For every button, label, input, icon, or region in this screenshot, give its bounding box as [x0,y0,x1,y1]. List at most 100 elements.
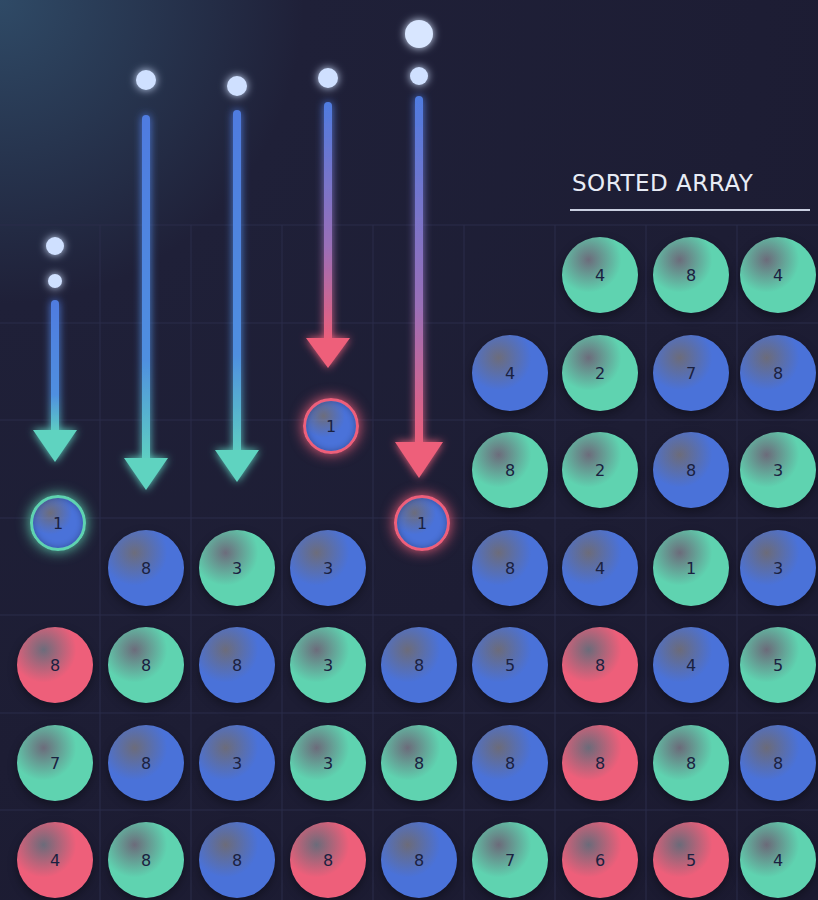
number-ball: 8 [199,822,275,898]
title-underline [570,209,810,211]
ball-number: 7 [686,364,696,383]
number-ball: 3 [290,530,366,606]
ball-number: 8 [232,851,242,870]
number-ball: 8 [108,627,184,703]
number-ball: 7 [17,725,93,801]
ball-number: 4 [773,851,783,870]
ball-number: 6 [595,851,605,870]
number-ball: 8 [562,627,638,703]
drop-arrows [33,20,443,490]
number-ball: 2 [562,335,638,411]
ball-number: 8 [323,851,333,870]
highlighted-ball: 1 [394,495,450,551]
ball-number: 3 [323,656,333,675]
ball-number: 8 [141,559,151,578]
number-ball: 8 [653,237,729,313]
number-ball: 8 [108,530,184,606]
ball-number: 4 [686,656,696,675]
highlighted-ball: 1 [303,398,359,454]
ball-number: 4 [595,266,605,285]
ball-number: 8 [414,851,424,870]
number-ball: 4 [17,822,93,898]
ball-number: 8 [773,364,783,383]
ball-number: 4 [595,559,605,578]
ball-number: 5 [686,851,696,870]
ball-number: 2 [595,364,605,383]
number-ball: 8 [108,822,184,898]
ball-number: 8 [414,754,424,773]
number-ball: 8 [472,725,548,801]
number-ball: 4 [740,237,816,313]
ball-number: 8 [686,754,696,773]
ball-number: 3 [323,754,333,773]
grid-lines [0,225,818,900]
ball-number: 7 [50,754,60,773]
number-ball: 3 [290,627,366,703]
ball-number: 2 [595,461,605,480]
ball-number: 7 [505,851,515,870]
number-ball: 8 [17,627,93,703]
ball-number: 8 [50,656,60,675]
ball-number: 3 [232,754,242,773]
ball-number: 1 [686,559,696,578]
number-ball: 3 [740,432,816,508]
number-ball: 8 [653,432,729,508]
number-ball: 8 [472,432,548,508]
number-ball: 3 [199,725,275,801]
ball-number: 8 [232,656,242,675]
ball-number: 8 [414,656,424,675]
ball-number: 5 [505,656,515,675]
number-ball: 5 [740,627,816,703]
ball-number: 8 [141,851,151,870]
ball-number: 8 [595,754,605,773]
highlighted-ball: 1 [30,495,86,551]
number-ball: 5 [472,627,548,703]
number-ball: 7 [653,335,729,411]
number-ball: 4 [472,335,548,411]
ball-number: 3 [232,559,242,578]
number-ball: 8 [653,725,729,801]
number-ball: 3 [290,725,366,801]
number-ball: 5 [653,822,729,898]
number-ball: 8 [472,530,548,606]
number-ball: 2 [562,432,638,508]
ball-number: 1 [417,514,427,533]
ball-number: 3 [323,559,333,578]
number-ball: 6 [562,822,638,898]
ball-number: 8 [141,754,151,773]
ball-number: 4 [50,851,60,870]
ball-number: 8 [505,461,515,480]
ball-number: 1 [326,417,336,436]
ball-number: 3 [773,461,783,480]
ball-number: 4 [773,266,783,285]
ball-number: 8 [686,461,696,480]
ball-number: 5 [773,656,783,675]
number-ball: 8 [381,725,457,801]
number-ball: 4 [562,237,638,313]
number-ball: 8 [381,627,457,703]
number-ball: 1 [653,530,729,606]
ball-number: 8 [773,754,783,773]
ball-number: 8 [141,656,151,675]
array-title: SORTED ARRAY [572,170,753,196]
ball-number: 8 [686,266,696,285]
number-ball: 4 [562,530,638,606]
ball-number: 8 [595,656,605,675]
ball-number: 4 [505,364,515,383]
number-ball: 8 [381,822,457,898]
number-ball: 8 [199,627,275,703]
number-ball: 8 [562,725,638,801]
number-ball: 8 [290,822,366,898]
ball-number: 3 [773,559,783,578]
number-ball: 4 [653,627,729,703]
ball-number: 1 [53,514,63,533]
number-ball: 3 [199,530,275,606]
number-ball: 3 [740,530,816,606]
number-ball: 7 [472,822,548,898]
ball-number: 8 [505,559,515,578]
number-ball: 8 [740,335,816,411]
ball-number: 8 [505,754,515,773]
number-ball: 4 [740,822,816,898]
number-ball: 8 [740,725,816,801]
number-ball: 8 [108,725,184,801]
